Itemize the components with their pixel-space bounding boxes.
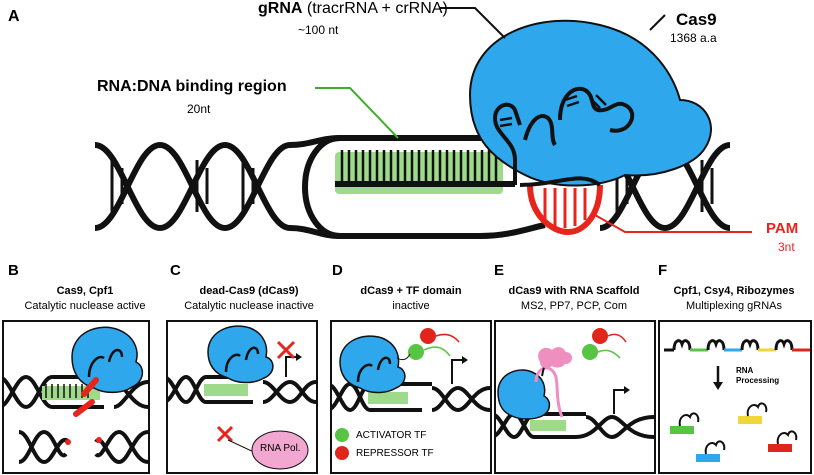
pam-length: 3nt [778, 240, 795, 254]
scaffold-hairpin-icon [534, 366, 564, 418]
panel-a-letter: A [8, 8, 20, 25]
panel-b-subtitle: Catalytic nuclease active [24, 300, 146, 312]
panel-c-letter: C [170, 262, 181, 279]
panel-f-subtitle: Multiplexing gRNAs [686, 300, 782, 312]
panel-b-box [2, 320, 150, 474]
panel-c-subtitle: Catalytic nuclease inactive [184, 300, 314, 312]
panel-e-title: dCas9 with RNA Scaffold [508, 285, 640, 297]
pam-label: PAM [766, 220, 799, 237]
grna-hairpin-icon [492, 86, 635, 187]
repressor-tf-icon [420, 328, 436, 344]
panel-b-title: Cas9, Cpf1 [56, 285, 114, 297]
activator-legend-label: ACTIVATOR TF [356, 430, 427, 441]
panel-d-letter: D [332, 262, 343, 279]
panel-d-title: dCas9 + TF domain [360, 285, 462, 297]
panel-e-subtitle: MS2, PP7, PCP, Com [520, 300, 628, 312]
activator-tf-icon [408, 344, 424, 360]
binding-region-label: RNA:DNA binding region [97, 78, 287, 95]
binding-region-length: 20nt [187, 102, 211, 116]
cross-mark-icon [276, 340, 296, 360]
panel-d-subtitle: inactive [392, 300, 430, 312]
cas9-protein-icon [207, 325, 274, 384]
pam-callout-line [594, 214, 752, 233]
panel-e-letter: E [494, 262, 505, 279]
grna-rest: (tracrRNA + crRNA) [302, 0, 448, 17]
cas9-length: 1368 a.a [670, 31, 717, 45]
panel-c-box: RNA Pol. [166, 320, 318, 474]
grna-length: ~100 nt [298, 23, 339, 37]
panel-d-box: ACTIVATOR TF REPRESSOR TF [330, 320, 492, 474]
cas9-label: Cas9 [676, 10, 717, 29]
panel-a-diagram [94, 7, 752, 239]
scaffold-binding-protein-icon [538, 347, 567, 369]
cas9-protein-icon [71, 326, 144, 394]
repressor-legend-label: REPRESSOR TF [356, 448, 434, 459]
arrow-icon [451, 359, 464, 384]
binding-callout-line [315, 87, 399, 139]
panel-f-letter: F [658, 262, 668, 279]
cas9-protein-icon [339, 335, 406, 394]
cas9-protein-icon [468, 19, 712, 187]
cas9-protein-icon [497, 369, 551, 420]
grna-bold: gRNA [258, 0, 303, 17]
grna-array [664, 339, 810, 352]
repressor-tf-icon [592, 328, 608, 344]
panel-f-title: Cpf1, Csy4, Ribozymes [673, 285, 795, 297]
panel-f-box: RNA Processing [658, 320, 812, 474]
rna-pol-icon [251, 430, 309, 470]
grna-label: gRNA (tracrRNA + crRNA) [258, 0, 448, 18]
activator-tf-icon [582, 344, 598, 360]
panel-e-box [494, 320, 656, 474]
grna-callout-line [440, 7, 506, 39]
arrow-icon [613, 389, 626, 414]
cut-mark-icon [73, 377, 99, 417]
rna-pol-label: RNA Pol. [260, 443, 301, 454]
panel-c-title: dead-Cas9 (dCas9) [199, 285, 299, 297]
panel-b-letter: B [8, 262, 19, 279]
rna-processing-label: RNA Processing [736, 366, 780, 385]
pam-region [527, 184, 603, 236]
cas9-callout-line [649, 14, 666, 31]
